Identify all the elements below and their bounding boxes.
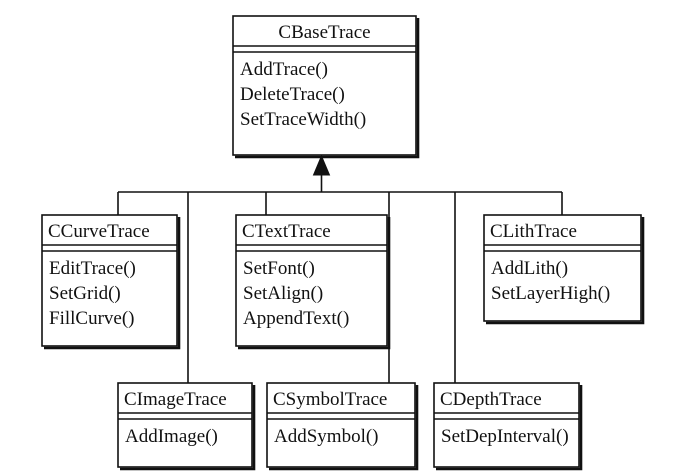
box-shadow xyxy=(486,217,645,325)
class-name: CTextTrace xyxy=(242,221,331,242)
method-label: AddSymbol() xyxy=(274,426,379,447)
inheritance-arrowhead xyxy=(312,154,331,176)
method-label: EditTrace() xyxy=(49,258,136,279)
class-box-frame xyxy=(41,214,178,347)
class-box-frame xyxy=(235,214,388,347)
box-shadow xyxy=(238,217,391,350)
class-name: CImageTrace xyxy=(124,389,227,410)
method-label: SetFont() xyxy=(243,258,315,279)
class-name: CLithTrace xyxy=(490,221,577,242)
class-box-frame xyxy=(117,382,253,468)
method-label: AppendText() xyxy=(243,308,349,329)
box-shadow xyxy=(120,385,256,471)
class-box-frame xyxy=(266,382,416,468)
method-label: AddTrace() xyxy=(240,59,328,80)
class-box-frame xyxy=(483,214,642,322)
box-shadow xyxy=(44,217,181,350)
method-label: SetDepInterval() xyxy=(441,426,569,447)
method-label: SetTraceWidth() xyxy=(240,109,366,130)
class-name: CDepthTrace xyxy=(440,389,542,410)
method-label: SetGrid() xyxy=(49,283,121,304)
box-shadow xyxy=(269,385,419,471)
class-box-frame xyxy=(433,382,580,468)
class-name: CBaseTrace xyxy=(278,22,370,43)
method-label: SetLayerHigh() xyxy=(491,283,610,304)
class-box-frame xyxy=(232,15,417,156)
box-shadow xyxy=(235,18,420,159)
method-label: FillCurve() xyxy=(49,308,135,329)
method-label: AddLith() xyxy=(491,258,568,279)
class-name: CSymbolTrace xyxy=(273,389,387,410)
method-label: DeleteTrace() xyxy=(240,84,345,105)
method-label: SetAlign() xyxy=(243,283,323,304)
class-name: CCurveTrace xyxy=(48,221,150,242)
box-shadow xyxy=(436,385,583,471)
method-label: AddImage() xyxy=(125,426,218,447)
